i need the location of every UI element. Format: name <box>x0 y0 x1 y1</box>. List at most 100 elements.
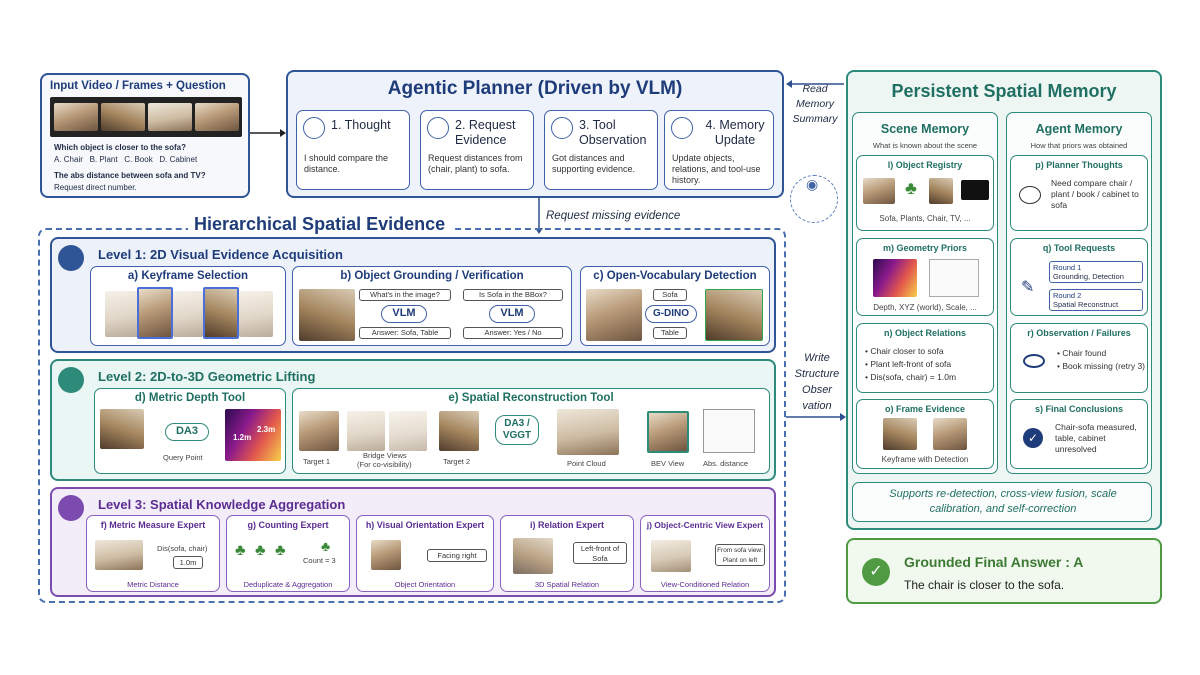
planner-title: Agentic Planner (Driven by VLM) <box>387 78 683 99</box>
eye-icon <box>1023 354 1045 368</box>
observation-item: • Chair found <box>1057 348 1107 358</box>
cloud-icon <box>303 117 325 139</box>
relation-text: Dis(sofa, chair) = 1.0m <box>870 372 957 382</box>
round-2-text: Spatial Reconstruct <box>1053 300 1119 309</box>
cube-icon <box>58 367 84 393</box>
round-1-label: Round 1 <box>1053 263 1082 272</box>
step-title: 1. Thought <box>331 118 391 132</box>
card-title: m) Geometry Priors <box>882 243 968 253</box>
depth-value-2: 2.3m <box>257 425 276 434</box>
bridge-view-image <box>389 411 427 451</box>
step-title: 4. Memory Update <box>705 118 765 147</box>
planner-step-thought: 1. Thought I should compare the distance… <box>296 110 410 190</box>
relation-text: Plant left-front of sofa <box>870 359 952 369</box>
observation-item: • Book missing (retry 3) <box>1057 361 1146 371</box>
plant-icon: ♣ <box>275 542 286 559</box>
geometry-priors-card: m) Geometry Priors Depth, XYZ (world), S… <box>856 238 994 316</box>
card-title: l) Object Registry <box>887 160 963 170</box>
gdino-pill: G-DINO <box>645 305 697 323</box>
vlm-pill-1: VLM <box>381 305 427 323</box>
round-1-box: Round 1 Grounding, Detection <box>1049 261 1143 283</box>
expert-caption: Metric Distance <box>127 580 179 589</box>
depth-value-1: 1.2m <box>233 433 252 442</box>
card-title: b) Object Grounding / Verification <box>340 270 524 282</box>
card-title: s) Final Conclusions <box>1034 404 1123 414</box>
step-title: 3. Tool Observation <box>579 118 647 147</box>
arrow-memory-to-planner <box>786 80 844 88</box>
relation-item: • Dis(sofa, chair) = 1.0m <box>865 372 957 382</box>
abs-distance-plot <box>703 409 755 453</box>
filmstrip <box>50 97 242 137</box>
vlm-question-2: Is Sofa in the BBox? <box>463 289 563 301</box>
question-2: The abs distance between sofa and TV? <box>54 171 206 180</box>
card-title: a) Keyframe Selection <box>127 270 249 282</box>
expert-output: From sofa view: Plant on left <box>715 544 765 566</box>
keyframe-thumbnail <box>105 291 139 337</box>
chair-image <box>371 540 401 570</box>
memory-title: Persistent Spatial Memory <box>891 81 1117 101</box>
scene-memory-subtitle: What is known about the scene <box>872 141 978 150</box>
expert-output: Facing right <box>427 549 487 562</box>
card-title: r) Observation / Failures <box>1027 328 1131 338</box>
check-circle-icon: ✓ <box>1023 428 1043 448</box>
request-missing-label: Request missing evidence <box>546 210 681 222</box>
detection-result-image <box>705 289 763 341</box>
expert-title: h) Visual Orientation Expert <box>365 520 485 530</box>
round-1-text: Grounding, Detection <box>1053 272 1124 281</box>
bev-view-label: BEV View <box>651 459 685 468</box>
plant-icon: ♣ <box>321 538 331 554</box>
expert-title: f) Metric Measure Expert <box>100 520 206 530</box>
bev-view-image <box>647 411 689 453</box>
relation-item: • Chair closer to sofa <box>865 346 944 356</box>
model-name-1: DA3 / <box>504 418 530 429</box>
point-cloud-label: Point Cloud <box>567 459 606 468</box>
expert-value: 1.0m <box>173 556 203 569</box>
keyframe-thumbnail <box>239 291 273 337</box>
expert-metric-card: f) Metric Measure Expert Dis(sofa, chair… <box>86 515 220 592</box>
observation-text: Book missing (retry 3) <box>1062 361 1146 371</box>
planner-step-memory: 4. Memory Update Update objects, relatio… <box>664 110 774 190</box>
target-1-image <box>299 411 339 451</box>
da3-pill: DA3 <box>165 423 209 441</box>
keyframe-selection-card: a) Keyframe Selection <box>90 266 286 346</box>
sofa-image <box>863 178 895 204</box>
relation-item: • Plant left-front of sofa <box>865 359 952 369</box>
card-title: d) Metric Depth Tool <box>134 392 246 404</box>
arrow-evidence-to-memory <box>786 413 846 421</box>
plant-icon: ♣ <box>235 542 246 559</box>
final-conclusions-text: Chair-sofa measured, table, cabinet unre… <box>1055 422 1137 454</box>
expert-counting-card: g) Counting Expert ♣ ♣ ♣ ♣ Count = 3 Ded… <box>226 515 350 592</box>
scene-image <box>586 289 642 341</box>
planner-thoughts-card: p) Planner Thoughts Need compare chair /… <box>1010 155 1148 231</box>
expert-title: j) Object-Centric View Expert <box>646 520 764 530</box>
expert-caption: 3D Spatial Relation <box>534 580 600 589</box>
round-2-label: Round 2 <box>1053 291 1082 300</box>
memory-footer: Supports re-detection, cross-view fusion… <box>852 482 1152 522</box>
wrench-icon: ✎ <box>1021 279 1035 296</box>
relation-diagram <box>513 538 553 574</box>
bridge-view-image <box>347 411 385 451</box>
expert-orientation-card: h) Visual Orientation Expert Facing righ… <box>356 515 494 592</box>
step-text: Update objects, relations, and tool-use … <box>672 153 761 185</box>
view-diagram <box>651 540 691 572</box>
card-title: e) Spatial Reconstruction Tool <box>448 392 614 404</box>
plant-icon: ♣ <box>255 542 266 559</box>
spatial-reconstruction-card: e) Spatial Reconstruction Tool Target 1 … <box>292 388 770 474</box>
question-options: A. Chair B. Plant C. Book D. Cabinet <box>54 155 198 164</box>
observation-failures-card: r) Observation / Failures • Chair found … <box>1010 323 1148 393</box>
frame-evidence-card: o) Frame Evidence Keyframe with Detectio… <box>856 399 994 469</box>
final-answer-title: Grounded Final Answer : A <box>904 554 1084 570</box>
agent-memory-subtitle: How that priors was obtained <box>1030 141 1128 150</box>
query-point-label: Query Point <box>163 453 203 462</box>
expert-caption: View-Conditioned Relation <box>660 580 750 589</box>
depth-map <box>225 409 281 461</box>
card-title: q) Tool Requests <box>1042 243 1116 253</box>
frame-evidence-text: Keyframe with Detection <box>881 455 969 464</box>
step-text: I should compare the distance. <box>304 153 389 174</box>
expert-caption: Object Orientation <box>394 580 456 589</box>
object-relations-card: n) Object Relations • Chair closer to so… <box>856 323 994 393</box>
chair-image <box>929 178 953 204</box>
point-cloud-image <box>557 409 619 455</box>
expert-relation-card: i) Relation Expert Left-front of Sofa 3D… <box>500 515 634 592</box>
vlm-question-1: What's in the image? <box>359 289 451 301</box>
